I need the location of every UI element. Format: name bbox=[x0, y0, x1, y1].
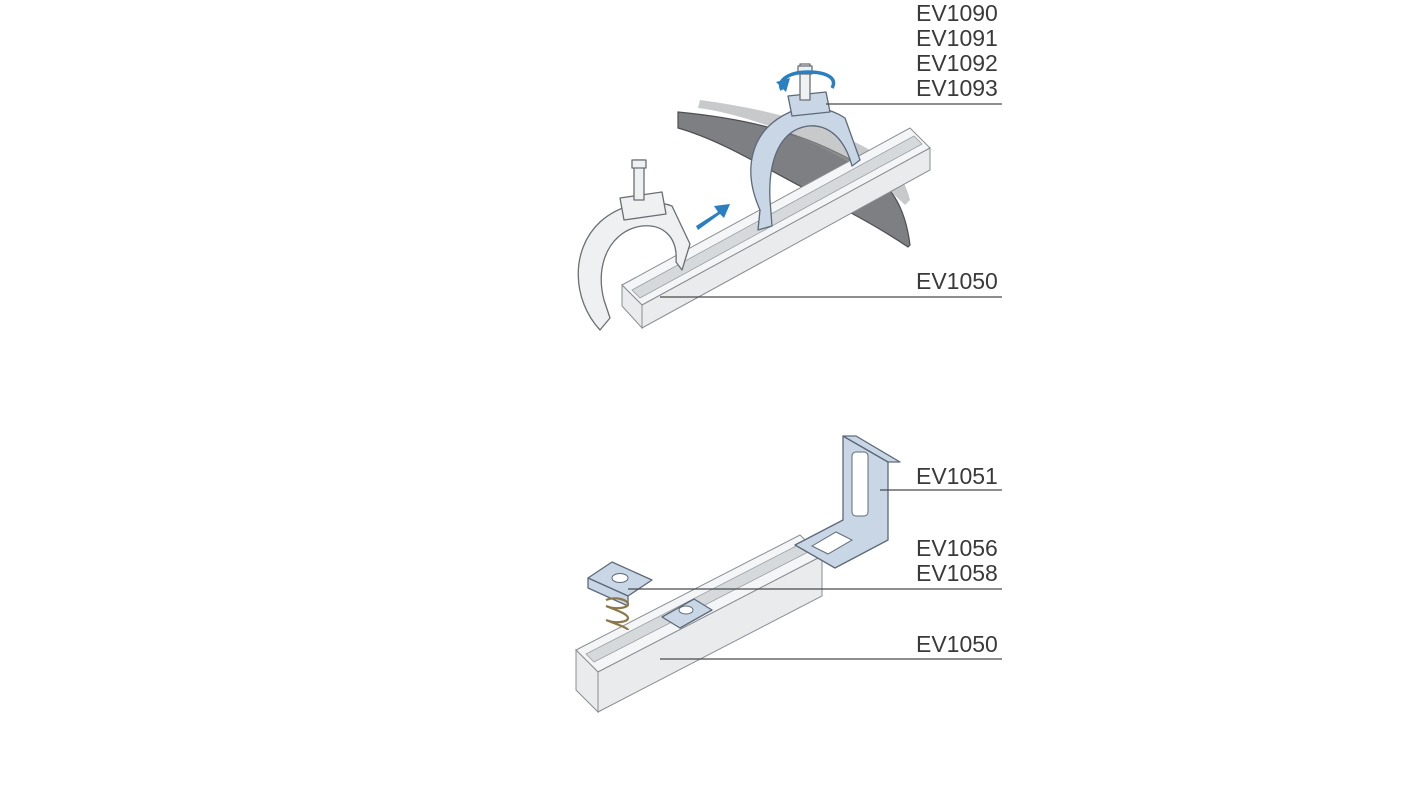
bracket-ev1051 bbox=[794, 435, 901, 569]
nut-in-rail bbox=[661, 598, 713, 629]
label-nut-code-1: EV1056 bbox=[916, 535, 998, 561]
bottom-illustration: EV1051 EV1056 EV1058 EV1050 bbox=[575, 435, 1002, 714]
label-clamp-code-1: EV1090 bbox=[916, 0, 998, 26]
label-bracket-code: EV1051 bbox=[916, 463, 998, 489]
slide-arrow-icon bbox=[696, 204, 730, 230]
label-clamp-code-4: EV1093 bbox=[916, 75, 998, 101]
label-clamp-code-3: EV1092 bbox=[916, 50, 998, 76]
label-nut-code-2: EV1058 bbox=[916, 560, 998, 586]
spring-nut bbox=[587, 561, 653, 631]
clamp-loose bbox=[577, 159, 691, 331]
rail-ev1050-top bbox=[621, 127, 931, 330]
label-rail-code-bottom: EV1050 bbox=[916, 631, 998, 657]
label-rail-code-top: EV1050 bbox=[916, 268, 998, 294]
top-illustration: EV1090 EV1091 EV1092 EV1093 EV1050 bbox=[577, 0, 1002, 331]
rotate-arrow-icon bbox=[776, 70, 836, 92]
label-clamp-code-2: EV1091 bbox=[916, 25, 998, 51]
